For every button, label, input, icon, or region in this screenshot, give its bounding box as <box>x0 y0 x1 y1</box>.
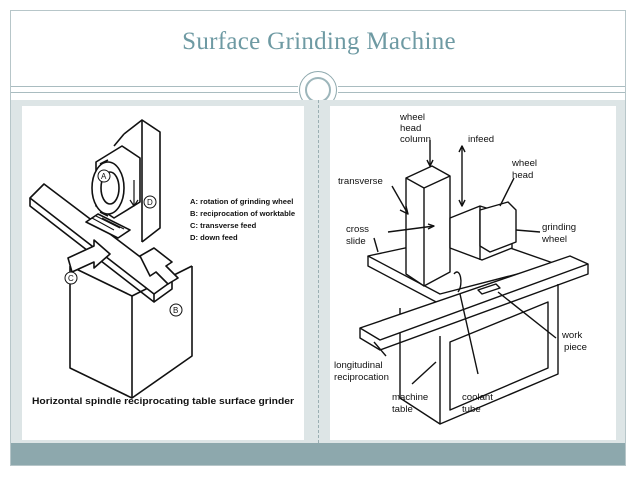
right-diagram-image: wheel head column infeed wheel head tran… <box>330 106 616 440</box>
title-rule-left-2 <box>11 92 298 93</box>
marker-b: B <box>173 306 178 315</box>
label-machine-table-2: table <box>392 404 413 415</box>
left-diagram-image: A B C D A: rotation of grinding wheel B:… <box>22 106 304 440</box>
marker-a: A <box>101 172 107 181</box>
label-wheel-head-column-3: column <box>400 134 431 145</box>
arrow-b <box>139 247 179 285</box>
title-rule-right-2 <box>338 92 625 93</box>
work-piece <box>477 283 501 295</box>
surface-grinder-drawing: A B C D A: rotation of grinding wheel B:… <box>29 119 295 407</box>
column-divider <box>318 100 319 443</box>
grinding-wheel <box>479 201 517 253</box>
legend-d: D: down feed <box>190 233 238 242</box>
slide-frame <box>10 10 626 466</box>
base-block <box>69 266 193 399</box>
label-cross-slide-2: slide <box>346 236 366 247</box>
title-rule-right <box>338 86 625 87</box>
labeled-grinder-drawing: wheel head column infeed wheel head tran… <box>334 112 589 425</box>
label-wheel-head-2: head <box>512 170 533 181</box>
label-work-piece-1: work <box>561 330 582 341</box>
label-wheel-head-1: wheel <box>511 158 537 169</box>
label-work-piece-2: piece <box>564 342 587 353</box>
label-coolant-tube-1: coolant <box>462 392 493 403</box>
label-wheel-head-column-2: head <box>400 123 421 134</box>
machine-base <box>399 284 559 425</box>
marker-c: C <box>68 274 74 283</box>
label-infeed: infeed <box>468 134 494 145</box>
label-grinding-wheel-2: wheel <box>541 234 567 245</box>
legend-a: A: rotation of grinding wheel <box>190 197 293 206</box>
legend-c: C: transverse feed <box>190 221 257 230</box>
label-wheel-head-column-1: wheel <box>399 112 425 123</box>
marker-d: D <box>147 198 153 207</box>
title-rule-left <box>11 86 298 87</box>
left-figure-caption: Horizontal spindle reciprocating table s… <box>32 396 294 407</box>
label-coolant-tube-2: tube <box>462 404 481 415</box>
arrow-c <box>67 239 111 273</box>
label-longitudinal-2: reciprocation <box>334 372 389 383</box>
wheel-head-column <box>405 165 451 287</box>
footer-band <box>11 443 625 465</box>
label-longitudinal-1: longitudinal <box>334 360 383 371</box>
label-cross-slide-1: cross <box>346 224 369 235</box>
slide-title: Surface Grinding Machine <box>182 28 456 55</box>
label-machine-table-1: machine <box>392 392 428 403</box>
label-transverse: transverse <box>338 176 383 187</box>
legend-b: B: reciprocation of worktable <box>190 209 295 218</box>
coolant-tube <box>453 271 462 293</box>
label-grinding-wheel-1: grinding <box>542 222 576 233</box>
